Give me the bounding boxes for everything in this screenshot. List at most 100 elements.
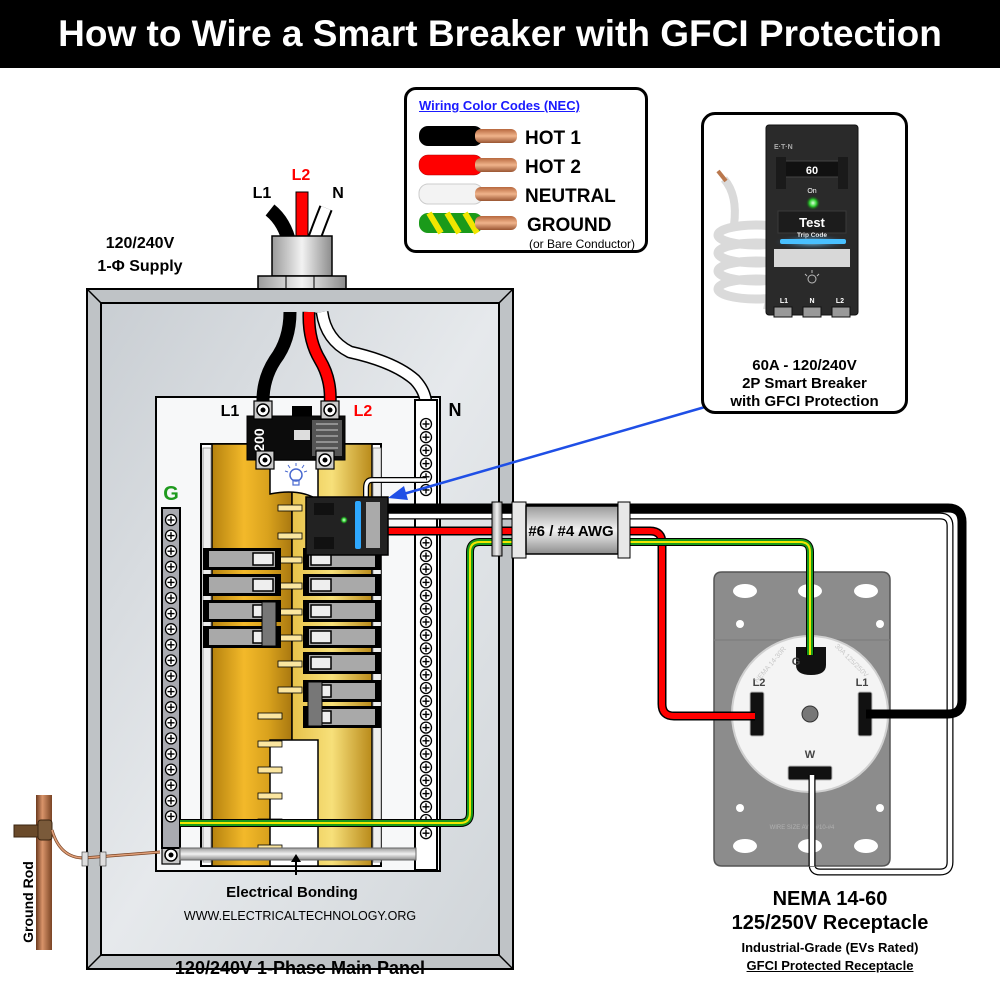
- ground-screw-icon: [164, 685, 178, 698]
- neutral-screw-icon: [419, 800, 433, 813]
- breaker-test-label: Test: [799, 215, 825, 230]
- branch-breaker: [303, 600, 381, 622]
- main-breaker-rating: 200: [251, 428, 267, 452]
- ground-screw-icon: [164, 763, 178, 776]
- breaker-lightbulb-icon: [804, 270, 820, 284]
- breaker-terminal-l2: L2: [836, 298, 844, 305]
- bus-stab: [257, 792, 283, 800]
- bus-l1-label: L1: [221, 403, 240, 420]
- legend-label-neutral: NEUTRAL: [525, 186, 616, 207]
- ground-screw-icon: [164, 810, 178, 823]
- legend-swatch-hot1: [419, 126, 517, 146]
- breaker-caption-line2: 2P Smart Breaker: [742, 375, 867, 392]
- receptacle-plate-text: WIRE SIZE AWG#10-#4: [770, 825, 835, 831]
- ground-bar: [161, 507, 181, 849]
- ground-screw-icon: [164, 529, 178, 542]
- branch-circuit-wires: [180, 477, 967, 876]
- supply-l1-label: L1: [253, 185, 272, 202]
- ground-screw-icon: [164, 732, 178, 745]
- legend-swatch-ground: [419, 211, 517, 235]
- branch-breaker: [203, 548, 281, 570]
- neutral-screw-icon: [419, 642, 433, 655]
- legend-label-ground: GROUND: [527, 215, 612, 236]
- bus-l2-label: L2: [354, 403, 373, 420]
- neutral-screw-icon: [419, 549, 433, 563]
- electrical-bonding-label: Electrical Bonding: [226, 884, 358, 901]
- ground-screw-icon: [164, 654, 178, 667]
- bus-stab: [277, 660, 303, 668]
- pointer-arrow: [388, 405, 706, 500]
- breaker-terminal-n: N: [809, 298, 814, 305]
- neutral-screw-icon: [419, 431, 433, 444]
- bus-stab: [277, 582, 303, 590]
- neutral-screw-icon: [419, 761, 433, 774]
- ground-screw-icon: [164, 623, 178, 636]
- bus-stab: [277, 556, 303, 564]
- neutral-screw-icon: [419, 708, 433, 721]
- neutral-screw-icon: [419, 589, 433, 602]
- smart-breaker-callout: E·T·N 60 On Test Trip Code L1 N L2 60A -…: [701, 112, 908, 414]
- legend-title: Wiring Color Codes (NEC): [419, 98, 580, 113]
- bus-stab: [277, 504, 303, 512]
- ground-screw-icon: [164, 513, 178, 527]
- legend-swatch-hot2: [418, 154, 517, 176]
- l2-lug-icon: [320, 400, 340, 420]
- ground-screw-icon: [164, 560, 178, 573]
- breaker-terminal-l1: L1: [780, 298, 788, 305]
- bus-stab: [257, 712, 283, 720]
- neutral-screw-icon: [419, 602, 433, 615]
- receptacle-caption-line4: GFCI Protected Receptacle: [746, 958, 914, 973]
- installed-smart-breaker: [305, 496, 389, 556]
- legend-ground-note: (or Bare Conductor): [529, 237, 636, 251]
- smart-breaker-image: E·T·N 60 On Test Trip Code L1 N L2: [713, 124, 859, 318]
- neutral-screw-icon: [419, 827, 433, 840]
- handle-tie: [261, 601, 277, 647]
- ground-bar-label: G: [163, 483, 179, 505]
- neutral-screw-icon: [419, 734, 433, 747]
- branch-breaker: [303, 574, 381, 596]
- ground-screw-icon: [164, 638, 178, 651]
- page-title: How to Wire a Smart Breaker with GFCI Pr…: [0, 0, 1000, 68]
- neutral-screw-icon: [419, 457, 433, 470]
- ground-screw-icon: [164, 607, 178, 620]
- bus-stab: [257, 766, 283, 774]
- breaker-rating: 60: [806, 165, 818, 177]
- legend-swatch-neutral: [418, 183, 517, 205]
- breaker-state: On: [807, 188, 816, 195]
- branch-breaker: [303, 652, 381, 674]
- ground-rod: Ground Rod: [13, 795, 161, 950]
- nema-receptacle: G L2 L1 W NEMA 14-30R 30A 125/250V WIRE …: [713, 571, 891, 867]
- receptacle-caption-line2: 125/250V Receptacle: [731, 912, 929, 934]
- receptacle-ground-label: G: [792, 656, 801, 668]
- ground-screw-icon: [164, 779, 178, 792]
- l1-bus-lug-icon: [255, 450, 275, 470]
- ground-rod-label: Ground Rod: [20, 861, 36, 943]
- ground-screw-icon: [164, 591, 178, 605]
- neutral-screw-icon: [419, 774, 433, 787]
- neutral-bar-label: N: [449, 400, 462, 420]
- breaker-caption-line1: 60A - 120/240V: [752, 357, 857, 374]
- legend-wire-swatches: [418, 126, 517, 235]
- ground-screw-icon: [164, 747, 178, 761]
- neutral-screw-icon: [419, 695, 433, 708]
- neutral-screw-icon: [419, 787, 433, 800]
- trip-code-led-bar: [780, 239, 846, 244]
- neutral-screw-icon: [419, 615, 433, 629]
- l2-bus-lug-icon: [315, 450, 335, 470]
- branch-breakers: [203, 548, 381, 728]
- bus-stab: [277, 608, 303, 616]
- receptacle-caption-line1: NEMA 14-60: [772, 888, 888, 910]
- legend-label-hot1: HOT 1: [525, 128, 581, 149]
- breaker-caption-line3: with GFCI Protection: [730, 393, 879, 410]
- neutral-screw-icon: [419, 747, 433, 761]
- neutral-screw-icon: [419, 629, 433, 642]
- lightbulb-icon: [284, 463, 308, 486]
- bus-stab: [277, 686, 303, 694]
- neutral-screw-icon: [419, 444, 433, 457]
- supply-voltage-label: 120/240V: [106, 235, 175, 252]
- neutral-screw-icon: [419, 681, 433, 695]
- neutral-screw-icon: [419, 417, 433, 431]
- ground-screw-icon: [164, 701, 178, 714]
- legend-label-hot2: HOT 2: [525, 157, 581, 178]
